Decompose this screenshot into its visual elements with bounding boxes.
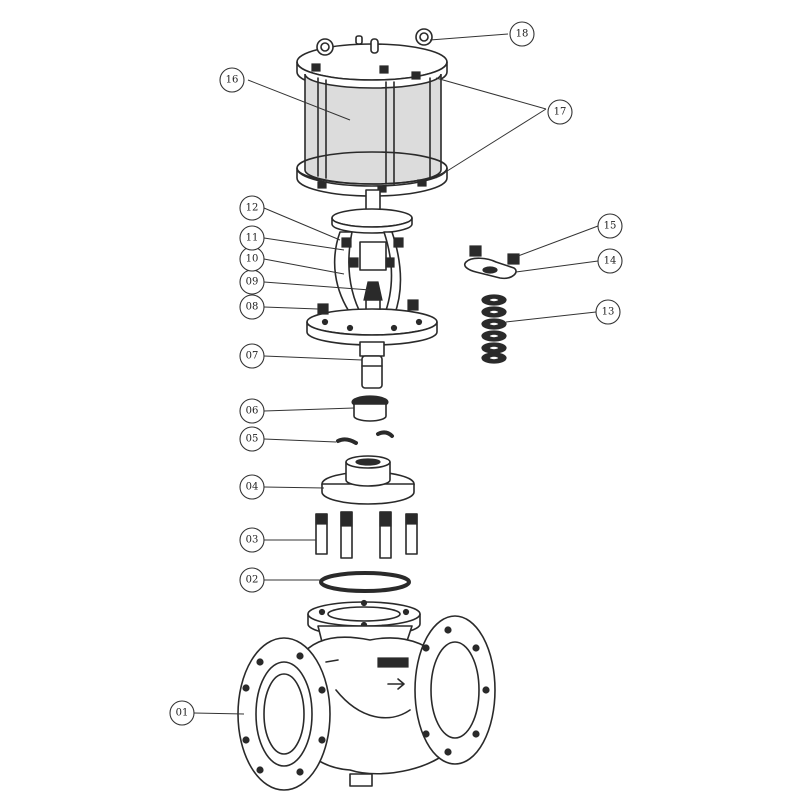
callout-01: 01 (169, 700, 195, 726)
svg-text:09: 09 (246, 277, 259, 288)
yoke-bracket (306, 208, 438, 346)
svg-text:16: 16 (226, 75, 239, 86)
valve-stem (359, 341, 385, 389)
svg-text:15: 15 (604, 221, 617, 232)
svg-text:04: 04 (246, 482, 259, 493)
hex-nuts (469, 245, 520, 265)
valve-plug (351, 395, 389, 422)
svg-text:03: 03 (246, 535, 259, 546)
svg-text:17: 17 (554, 107, 567, 118)
valve-body (237, 599, 496, 791)
callout-05: 05 (239, 426, 265, 452)
svg-text:13: 13 (602, 307, 615, 318)
retaining-pins (336, 430, 394, 445)
svg-text:12: 12 (246, 203, 259, 214)
callout-10: 10 (239, 246, 265, 272)
svg-text:10: 10 (246, 254, 259, 265)
callout-06: 06 (239, 398, 265, 424)
svg-text:14: 14 (604, 256, 617, 267)
callout-18: 18 (509, 21, 535, 47)
callout-11: 11 (239, 225, 265, 251)
actuator-cylinder (296, 28, 448, 213)
svg-text:11: 11 (246, 233, 259, 244)
callout-14: 14 (597, 248, 623, 274)
svg-text:05: 05 (246, 434, 259, 445)
gasket (319, 571, 411, 593)
callout-16: 16 (219, 67, 245, 93)
svg-text:08: 08 (246, 302, 259, 313)
svg-text:18: 18 (516, 29, 529, 40)
svg-text:06: 06 (246, 406, 259, 417)
svg-text:07: 07 (246, 351, 259, 362)
disc-spring-stack (481, 294, 507, 364)
callout-17: 17 (547, 99, 573, 125)
callout-07: 07 (239, 343, 265, 369)
leader-lines (193, 33, 599, 715)
callout-04: 04 (239, 474, 265, 500)
bonnet (321, 455, 415, 505)
callout-15: 15 (597, 213, 623, 239)
callout-08: 08 (239, 294, 265, 320)
studs (315, 511, 418, 559)
svg-text:02: 02 (246, 575, 259, 586)
callout-09: 09 (239, 269, 265, 295)
gland-plate (463, 257, 517, 280)
callout-03: 03 (239, 527, 265, 553)
callout-13: 13 (595, 299, 621, 325)
svg-text:01: 01 (176, 708, 189, 719)
callout-12: 12 (239, 195, 265, 221)
callout-02: 02 (239, 567, 265, 593)
